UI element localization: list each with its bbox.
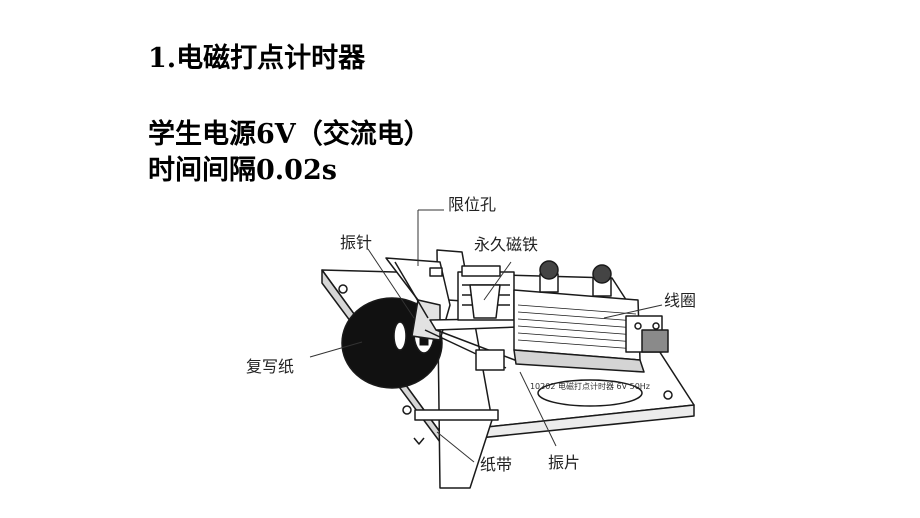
svg-text:10202 电磁打点计时器 6V 50Hz: 10202 电磁打点计时器 6V 50Hz [530, 381, 650, 391]
power-supply-text: 学生电源6V（交流电） [148, 119, 431, 150]
label-limit-hole: 限位孔 [448, 195, 496, 214]
label-paper-tape: 纸带 [480, 455, 512, 474]
label-coil: 线圈 [664, 291, 696, 310]
label-carbon-paper: 复写纸 [246, 357, 294, 376]
nameplate: 10202 电磁打点计时器 6V 50Hz [530, 379, 650, 407]
coil [513, 289, 669, 373]
slide-title: 1.电磁打点计时器 [148, 43, 366, 74]
label-vibrating-plate: 振片 [548, 453, 580, 472]
paper-tape [414, 249, 499, 489]
label-vibrating-needle: 振针 [340, 233, 372, 252]
label-permanent-magnet: 永久磁铁 [474, 235, 538, 254]
permanent-magnet [457, 265, 515, 371]
time-interval-text: 时间间隔0.02s [148, 155, 337, 186]
terminal-knobs [539, 260, 612, 297]
